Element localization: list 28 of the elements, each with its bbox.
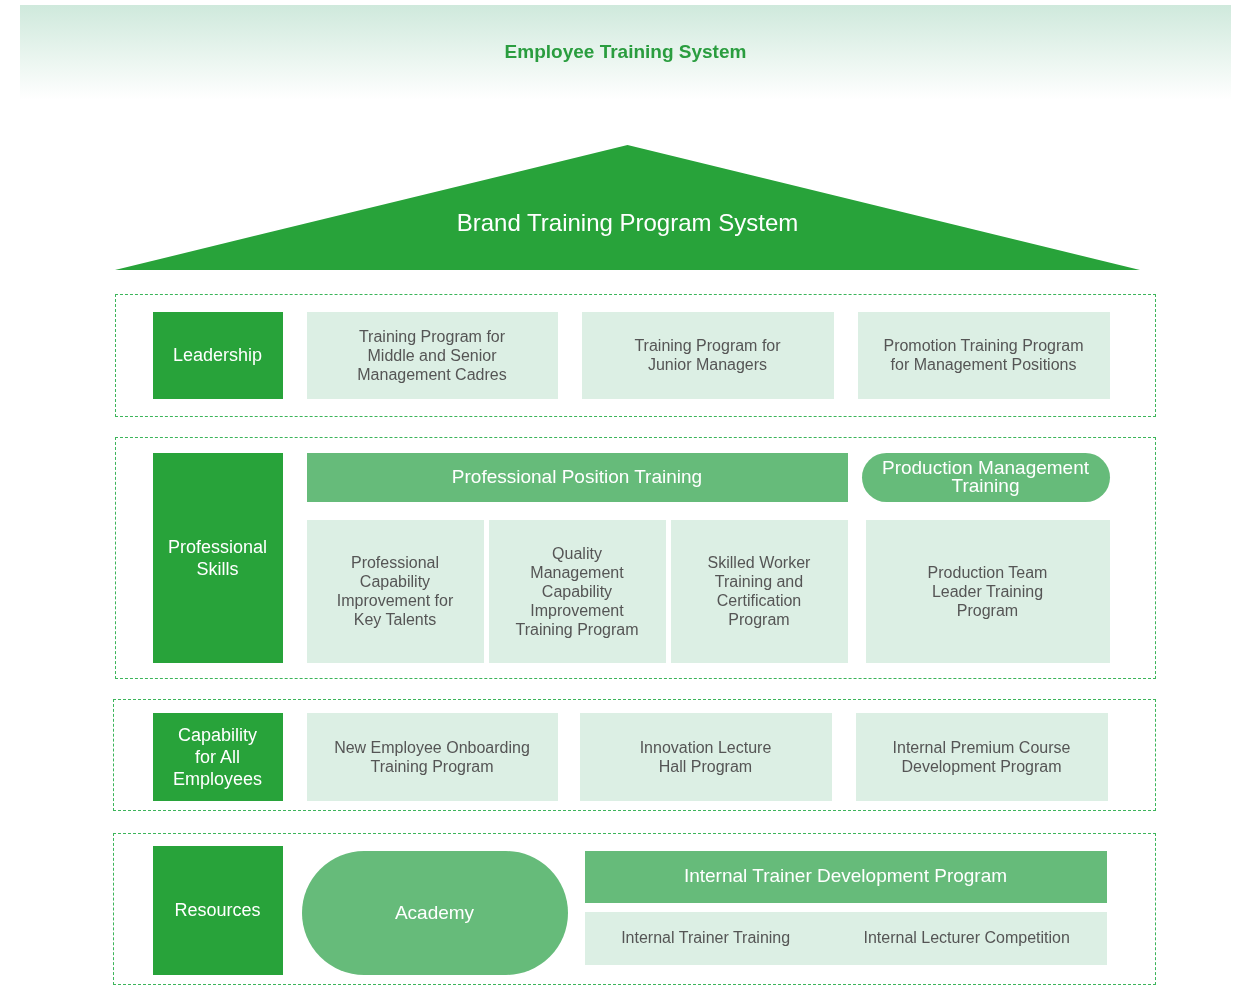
dashed-group-frame	[115, 294, 1156, 417]
roof-label: Brand Training Program System	[455, 208, 800, 238]
rounded-header-pill: Academy	[301, 850, 568, 975]
program-box: Professional Capability Improvement for Key Talents	[306, 519, 484, 663]
diagram-title: Employee Training System	[504, 40, 747, 65]
program-text: Internal Lecturer Competition	[863, 928, 1070, 948]
program-box: Innovation Lecture Hall Program	[579, 712, 832, 801]
category-box: Capability for All Employees	[152, 712, 283, 801]
program-box: Internal Premium Course Development Program	[855, 712, 1108, 801]
category-box: Resources	[152, 845, 283, 975]
program-box	[584, 911, 1107, 965]
rounded-header-pill: Production Management Training	[861, 452, 1110, 502]
roof-triangle	[115, 145, 1140, 270]
dashed-group-frame	[115, 437, 1156, 679]
program-box: Promotion Training Program for Management Positions	[857, 311, 1110, 399]
dashed-group-frame	[113, 833, 1156, 985]
section-header-bar: Internal Trainer Development Program	[584, 850, 1107, 903]
category-box: Leadership	[152, 311, 283, 399]
program-box: Training Program for Junior Managers	[581, 311, 834, 399]
program-text: Internal Trainer Training	[621, 928, 791, 948]
category-box: Professional Skills	[152, 452, 283, 663]
program-box: New Employee Onboarding Training Program	[306, 712, 558, 801]
dashed-group-frame	[113, 699, 1156, 811]
program-box: Training Program for Middle and Senior Management Cadres	[306, 311, 558, 399]
program-box: Skilled Worker Training and Certification Program	[670, 519, 848, 663]
program-box: Quality Management Capability Improvement Training Program	[488, 519, 666, 663]
program-box: Production Team Leader Training Program	[865, 519, 1110, 663]
section-header-bar: Professional Position Training	[306, 452, 848, 502]
